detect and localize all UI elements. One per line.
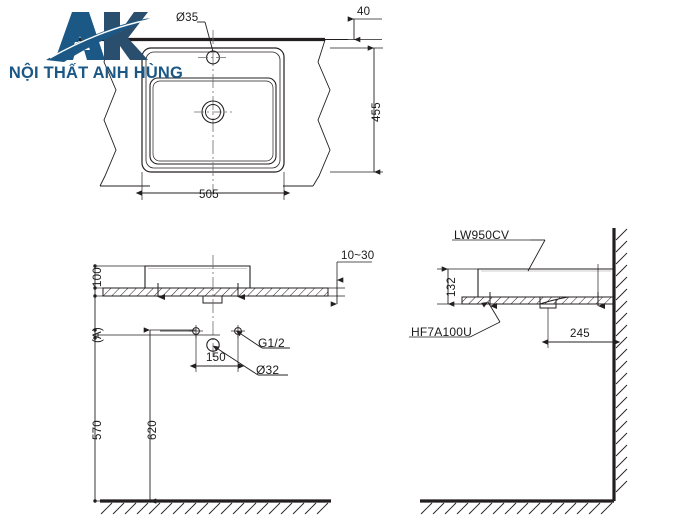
label-supply-connection: G1/2: [258, 336, 285, 350]
dim-basin-width: 505: [199, 189, 219, 201]
dim-basin-depth: 455: [371, 102, 383, 122]
dim-reference-level: (A): [92, 327, 104, 343]
label-basin-model: LW950CV: [454, 228, 510, 242]
dim-wall-to-drain: 245: [570, 328, 590, 340]
dim-supply-spacing: 150: [206, 352, 226, 364]
dim-basin-total-height: 132: [446, 277, 458, 297]
company-name: NỘI THẤT ANH HÙNG: [8, 64, 184, 82]
dim-counter-height: 570: [92, 420, 104, 440]
dim-faucet-hole-diameter: Ø35: [176, 12, 199, 24]
label-counter-model: HF7A100U: [411, 325, 472, 339]
dim-counter-thickness-range: 10~30: [341, 250, 375, 262]
dim-basin-height-above-counter: 100: [92, 267, 104, 287]
label-drain-diameter: Ø32: [256, 363, 280, 377]
ah-monogram-logo-icon: [46, 12, 150, 62]
dim-faucet-height: 620: [147, 420, 159, 440]
dim-counter-thickness: 40: [357, 6, 371, 18]
company-logo: NỘI THẤT ANH HÙNG: [6, 8, 186, 90]
